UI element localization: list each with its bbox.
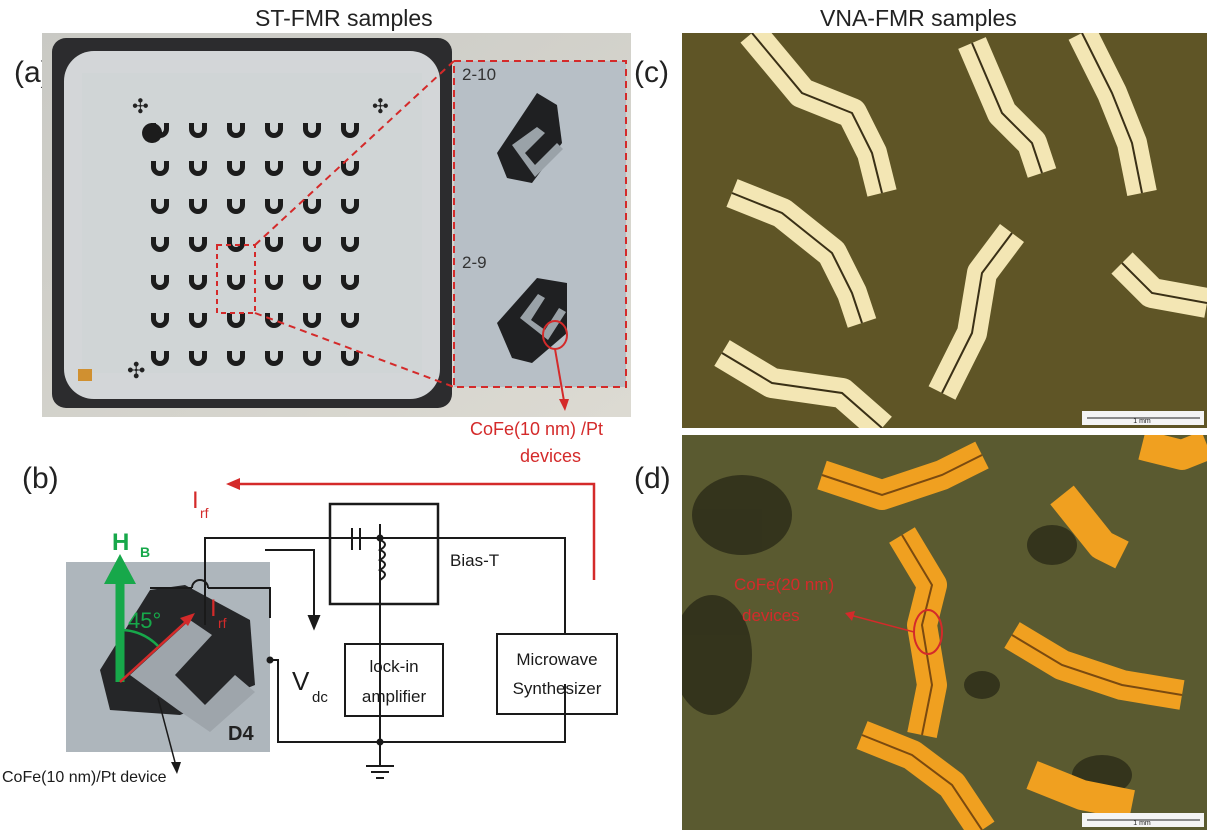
st-fmr-header: ST-FMR samples [255, 5, 433, 31]
sample-device [189, 275, 207, 290]
sample-device [227, 313, 245, 328]
cross-marker: ✣ [127, 358, 145, 383]
callout-cofe20-line1: CoFe(20 nm) [734, 575, 834, 594]
current-subscript-top: rf [200, 505, 209, 521]
sample-device [151, 237, 169, 252]
panel-label-b: (b) [22, 462, 59, 495]
sample-device [227, 199, 245, 214]
voltage-subscript: dc [312, 689, 328, 706]
callout-cofe20-line2: devices [742, 606, 800, 625]
sample-photo-c: 1 mm [682, 33, 1207, 428]
sample-photo-a: ✣ ✣ ✣ 2-10 2-9 [42, 33, 631, 417]
sample-device [303, 123, 321, 138]
sample-device [303, 161, 321, 176]
sample-device [189, 237, 207, 252]
current-label-top: I [192, 487, 199, 514]
vna-fmr-header: VNA-FMR samples [820, 5, 1017, 31]
field-arrow [104, 554, 136, 584]
callout-cofe10-line1: CoFe(10 nm) /Pt [470, 419, 604, 439]
sample-device [227, 275, 245, 290]
circuit-diagram: H B 45° I rf I rf V dc D4 Bias-T lock-in… [0, 470, 640, 832]
callout-cofe10-line2: devices [520, 446, 582, 466]
sample-device [189, 199, 207, 214]
synth-label-2: Synthesizer [513, 679, 602, 698]
sample-device [151, 275, 169, 290]
bias-tee-label: Bias-T [450, 551, 499, 570]
cross-marker: ✣ [132, 96, 149, 118]
sample-device [151, 123, 169, 138]
sample-device [341, 313, 359, 328]
sample-device [227, 237, 245, 252]
sample-device [189, 161, 207, 176]
lockin-label-1: lock-in [369, 657, 418, 676]
sample-device [341, 351, 359, 366]
sample-device [341, 199, 359, 214]
sample-device [227, 161, 245, 176]
sample-device [303, 351, 321, 366]
sample-device [341, 237, 359, 252]
inset-label-2-9: 2-9 [462, 253, 487, 272]
current-subscript-device: rf [218, 615, 227, 631]
device-id: D4 [228, 723, 254, 745]
sample-device [341, 161, 359, 176]
sample-device [303, 275, 321, 290]
inset-device-2-10 [497, 93, 563, 183]
sample-device [265, 199, 283, 214]
sample-device [151, 313, 169, 328]
angle-label: 45° [128, 608, 161, 633]
cross-marker: ✣ [372, 96, 389, 118]
scale-label-c: 1 mm [1133, 418, 1151, 425]
sample-device [227, 123, 245, 138]
field-subscript: B [140, 544, 150, 560]
panel-label-c: (c) [634, 56, 669, 89]
sample-device [265, 237, 283, 252]
device-label: CoFe(10 nm)/Pt device [2, 769, 167, 786]
lockin-label-2: amplifier [362, 687, 427, 706]
sample-device [189, 313, 207, 328]
sample-device [265, 351, 283, 366]
sample-device [189, 351, 207, 366]
sample-device [303, 199, 321, 214]
sample-device [151, 351, 169, 366]
sample-device [151, 199, 169, 214]
sample-device [341, 275, 359, 290]
current-label-device: I [210, 595, 217, 622]
sample-device [189, 123, 207, 138]
panel-label-d: (d) [634, 462, 671, 495]
sample-device [303, 237, 321, 252]
sample-device [227, 351, 245, 366]
synth-label-1: Microwave [516, 650, 597, 669]
voltage-label: V [292, 666, 310, 696]
scale-label-d: 1 mm [1133, 820, 1151, 827]
sample-device [265, 275, 283, 290]
sample-device [265, 313, 283, 328]
sample-device [265, 161, 283, 176]
sample-photo-d: CoFe(20 nm) devices 1 mm [682, 435, 1207, 830]
sample-device [265, 123, 283, 138]
field-label: H [112, 529, 129, 556]
sample-device [341, 123, 359, 138]
sample-device [303, 313, 321, 328]
sample-device [151, 161, 169, 176]
inset-device-2-9 [497, 278, 567, 363]
inset-label-2-10: 2-10 [462, 65, 496, 84]
